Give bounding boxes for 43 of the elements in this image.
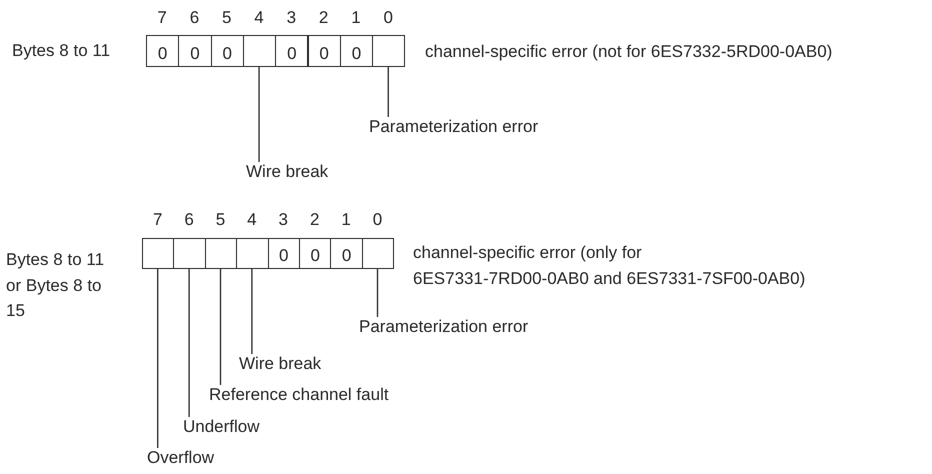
bit-number: 4 bbox=[253, 7, 265, 29]
note-text: channel-specific error (not for 6ES7332-5RD00-0AB0) bbox=[425, 41, 834, 63]
bit-number: 0 bbox=[382, 7, 394, 29]
bit-cell: 0 bbox=[178, 35, 212, 67]
bit-cell: 0 bbox=[210, 35, 244, 67]
row-label: Bytes 8 to 11 bbox=[12, 40, 112, 62]
leader-line bbox=[388, 67, 389, 117]
bit-description: Parameterization error bbox=[369, 115, 538, 140]
bit-number: 4 bbox=[246, 209, 258, 231]
bit-cell: 0 bbox=[299, 238, 332, 269]
bit-description: Reference channel fault bbox=[209, 383, 389, 408]
bit-description: Underflow bbox=[183, 415, 260, 440]
bit-cell: 0 bbox=[330, 238, 363, 269]
row-label: Bytes 8 to 11 or Bytes 8 to 15 bbox=[6, 249, 106, 322]
leader-line bbox=[251, 269, 253, 354]
note-text: channel-specific error (only for 6ES7331-7RD00-0AB0 and 6ES7331-7SF00-0AB0) bbox=[413, 242, 806, 290]
bit-number: 1 bbox=[340, 209, 352, 231]
bit-cell: 0 bbox=[268, 238, 300, 269]
leader-line bbox=[157, 269, 158, 448]
bit-number: 7 bbox=[152, 209, 164, 231]
leader-line bbox=[258, 67, 260, 162]
bit-number: 3 bbox=[278, 209, 290, 231]
bit-cell: 0 bbox=[308, 35, 341, 67]
bit-description: Parameterization error bbox=[359, 315, 528, 340]
bit-number: 2 bbox=[318, 7, 330, 29]
bit-number: 7 bbox=[156, 7, 168, 29]
bit-number: 0 bbox=[372, 209, 384, 231]
bit-description: Wire break bbox=[246, 160, 328, 185]
bit-cell: 0 bbox=[146, 35, 180, 67]
bit-number: 6 bbox=[188, 7, 200, 29]
leader-line bbox=[220, 269, 222, 385]
leader-line bbox=[376, 269, 378, 317]
bit-number: 2 bbox=[308, 209, 320, 231]
bit-number: 5 bbox=[214, 209, 226, 231]
leader-line bbox=[188, 269, 190, 417]
bit-number: 5 bbox=[221, 7, 232, 29]
bit-number: 1 bbox=[350, 7, 362, 29]
bit-number: 6 bbox=[183, 209, 195, 231]
bit-description: Wire break bbox=[239, 352, 322, 377]
bit-number: 3 bbox=[286, 7, 298, 29]
bit-cell: 0 bbox=[275, 35, 308, 67]
bit-description: Overflow bbox=[147, 446, 214, 471]
bit-cell: 0 bbox=[340, 35, 374, 67]
